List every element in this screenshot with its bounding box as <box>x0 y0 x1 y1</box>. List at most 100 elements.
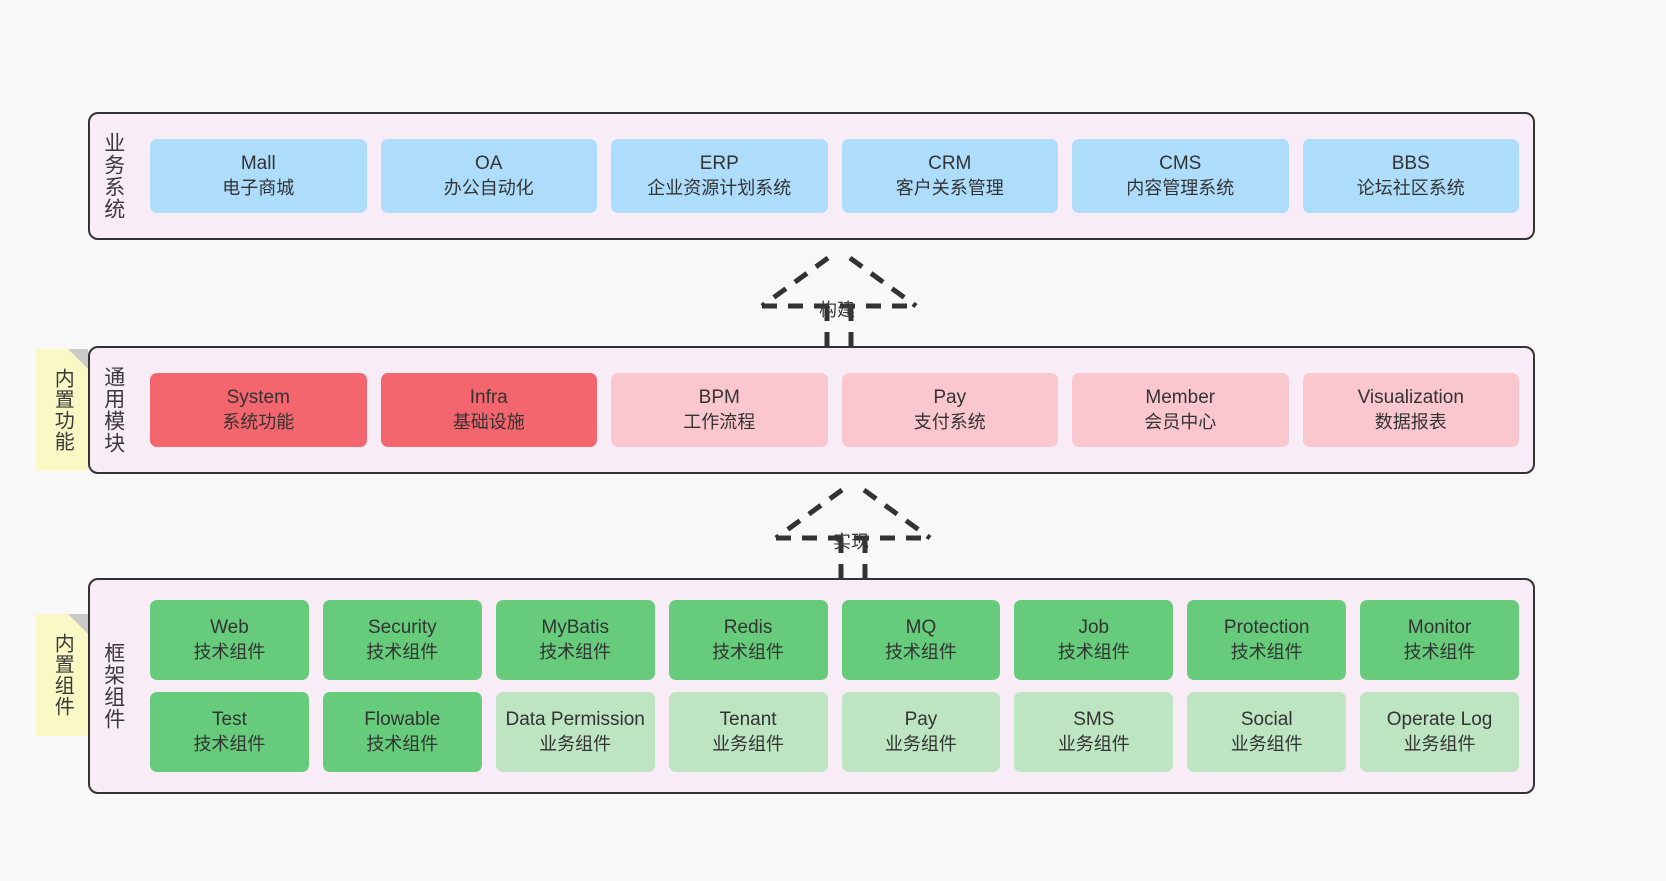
card-title: Redis <box>723 617 773 639</box>
card-subtitle: 支付系统 <box>913 411 986 432</box>
arrow-implement: 实现 <box>758 488 948 583</box>
card-title: MyBatis <box>541 617 609 639</box>
card-pay[interactable]: Pay 支付系统 <box>841 373 1058 447</box>
card-operate-log[interactable]: Operate Log 业务组件 <box>1360 692 1519 772</box>
card-subtitle: 业务组件 <box>1403 733 1476 754</box>
card-tenant[interactable]: Tenant 业务组件 <box>668 692 828 772</box>
card-subtitle: 技术组件 <box>193 733 266 754</box>
card-monitor[interactable]: Monitor 技术组件 <box>1360 600 1519 680</box>
layer-framework-body: Web 技术组件 Security 技术组件 MyBatis 技术组件 Redi… <box>136 580 1533 792</box>
card-subtitle: 电子商城 <box>222 177 295 198</box>
card-title: Visualization <box>1357 387 1464 409</box>
layer-business-systems: 业务系统 Mall 电子商城 OA 办公自动化 ERP 企业资源计划系统 CRM… <box>88 112 1535 240</box>
card-job[interactable]: Job 技术组件 <box>1014 600 1174 680</box>
card-subtitle: 业务组件 <box>712 733 785 754</box>
card-title: Protection <box>1223 617 1310 639</box>
framework-tech-row: Web 技术组件 Security 技术组件 MyBatis 技术组件 Redi… <box>150 600 1519 680</box>
card-security[interactable]: Security 技术组件 <box>322 600 482 680</box>
card-title: MQ <box>905 617 937 639</box>
card-test[interactable]: Test 技术组件 <box>150 692 309 772</box>
card-subtitle: 技术组件 <box>1230 641 1303 662</box>
card-protection[interactable]: Protection 技术组件 <box>1187 600 1347 680</box>
card-title: Social <box>1240 709 1293 731</box>
card-infra[interactable]: Infra 基础设施 <box>380 373 597 447</box>
card-title: Job <box>1078 617 1110 639</box>
card-subtitle: 办公自动化 <box>443 177 534 198</box>
card-mq[interactable]: MQ 技术组件 <box>841 600 1001 680</box>
layer-common-modules: 通用模块 System 系统功能 Infra 基础设施 BPM 工作流程 Pay… <box>88 346 1535 474</box>
card-title: CMS <box>1159 153 1202 175</box>
card-title: Web <box>210 617 249 639</box>
card-subtitle: 内容管理系统 <box>1126 177 1235 198</box>
sticky-note-label: 内置组件 <box>51 633 74 717</box>
card-redis[interactable]: Redis 技术组件 <box>668 600 828 680</box>
card-mall[interactable]: Mall 电子商城 <box>150 139 367 213</box>
card-mybatis[interactable]: MyBatis 技术组件 <box>495 600 655 680</box>
card-title: OA <box>475 153 503 175</box>
card-title: Test <box>212 709 247 731</box>
card-title: CRM <box>928 153 972 175</box>
card-title: BPM <box>698 387 740 409</box>
card-erp[interactable]: ERP 企业资源计划系统 <box>611 139 828 213</box>
card-sms[interactable]: SMS 业务组件 <box>1014 692 1174 772</box>
business-card-row: Mall 电子商城 OA 办公自动化 ERP 企业资源计划系统 CRM 客户关系… <box>150 139 1519 213</box>
card-cms[interactable]: CMS 内容管理系统 <box>1072 139 1289 213</box>
card-subtitle: 系统功能 <box>222 411 295 432</box>
card-data-permission[interactable]: Data Permission 业务组件 <box>495 692 655 772</box>
card-social[interactable]: Social 业务组件 <box>1187 692 1347 772</box>
layer-common-body: System 系统功能 Infra 基础设施 BPM 工作流程 Pay 支付系统… <box>136 348 1533 472</box>
card-title: Monitor <box>1407 617 1472 639</box>
framework-business-row: Test 技术组件 Flowable 技术组件 Data Permission … <box>150 692 1519 772</box>
card-subtitle: 技术组件 <box>1403 641 1476 662</box>
card-subtitle: 客户关系管理 <box>895 177 1004 198</box>
card-title: SMS <box>1073 709 1115 731</box>
card-subtitle: 技术组件 <box>1057 641 1130 662</box>
card-title: Tenant <box>719 709 777 731</box>
card-subtitle: 技术组件 <box>366 641 439 662</box>
card-system[interactable]: System 系统功能 <box>150 373 367 447</box>
card-crm[interactable]: CRM 客户关系管理 <box>841 139 1058 213</box>
card-subtitle: 业务组件 <box>884 733 957 754</box>
card-pay-component[interactable]: Pay 业务组件 <box>841 692 1001 772</box>
card-web[interactable]: Web 技术组件 <box>150 600 309 680</box>
card-subtitle: 基础设施 <box>452 411 525 432</box>
card-bpm[interactable]: BPM 工作流程 <box>611 373 828 447</box>
sticky-note-builtin-components: 内置组件 <box>36 614 88 736</box>
card-title: Pay <box>904 709 938 731</box>
card-title: Security <box>367 617 437 639</box>
card-subtitle: 会员中心 <box>1144 411 1217 432</box>
card-title: ERP <box>699 153 739 175</box>
card-subtitle: 论坛社区系统 <box>1356 177 1465 198</box>
arrow-build: 构建 <box>744 256 934 351</box>
card-title: Flowable <box>364 709 441 731</box>
card-subtitle: 技术组件 <box>193 641 266 662</box>
card-subtitle: 工作流程 <box>683 411 756 432</box>
layer-framework-label: 框架组件 <box>101 642 125 730</box>
layer-framework-components: 框架组件 Web 技术组件 Security 技术组件 MyBatis 技术组件… <box>88 578 1535 794</box>
card-subtitle: 技术组件 <box>539 641 612 662</box>
sticky-note-builtin-functions: 内置功能 <box>36 349 88 471</box>
card-subtitle: 企业资源计划系统 <box>647 177 792 198</box>
layer-business-body: Mall 电子商城 OA 办公自动化 ERP 企业资源计划系统 CRM 客户关系… <box>136 114 1533 238</box>
card-title: Member <box>1145 387 1216 409</box>
card-flowable[interactable]: Flowable 技术组件 <box>322 692 482 772</box>
card-title: BBS <box>1391 153 1430 175</box>
card-subtitle: 业务组件 <box>539 733 612 754</box>
arrow-implement-label: 实现 <box>833 532 869 552</box>
card-member[interactable]: Member 会员中心 <box>1072 373 1289 447</box>
card-title: Data Permission <box>505 709 645 731</box>
card-title: Operate Log <box>1386 709 1493 731</box>
card-subtitle: 技术组件 <box>712 641 785 662</box>
card-oa[interactable]: OA 办公自动化 <box>380 139 597 213</box>
card-subtitle: 业务组件 <box>1057 733 1130 754</box>
card-visualization[interactable]: Visualization 数据报表 <box>1302 373 1519 447</box>
card-subtitle: 业务组件 <box>1230 733 1303 754</box>
card-title: Pay <box>933 387 967 409</box>
card-title: Mall <box>240 153 276 175</box>
card-title: System <box>226 387 290 409</box>
card-bbs[interactable]: BBS 论坛社区系统 <box>1302 139 1519 213</box>
card-subtitle: 技术组件 <box>366 733 439 754</box>
layer-common-label: 通用模块 <box>101 366 125 454</box>
sticky-note-label: 内置功能 <box>51 368 74 452</box>
